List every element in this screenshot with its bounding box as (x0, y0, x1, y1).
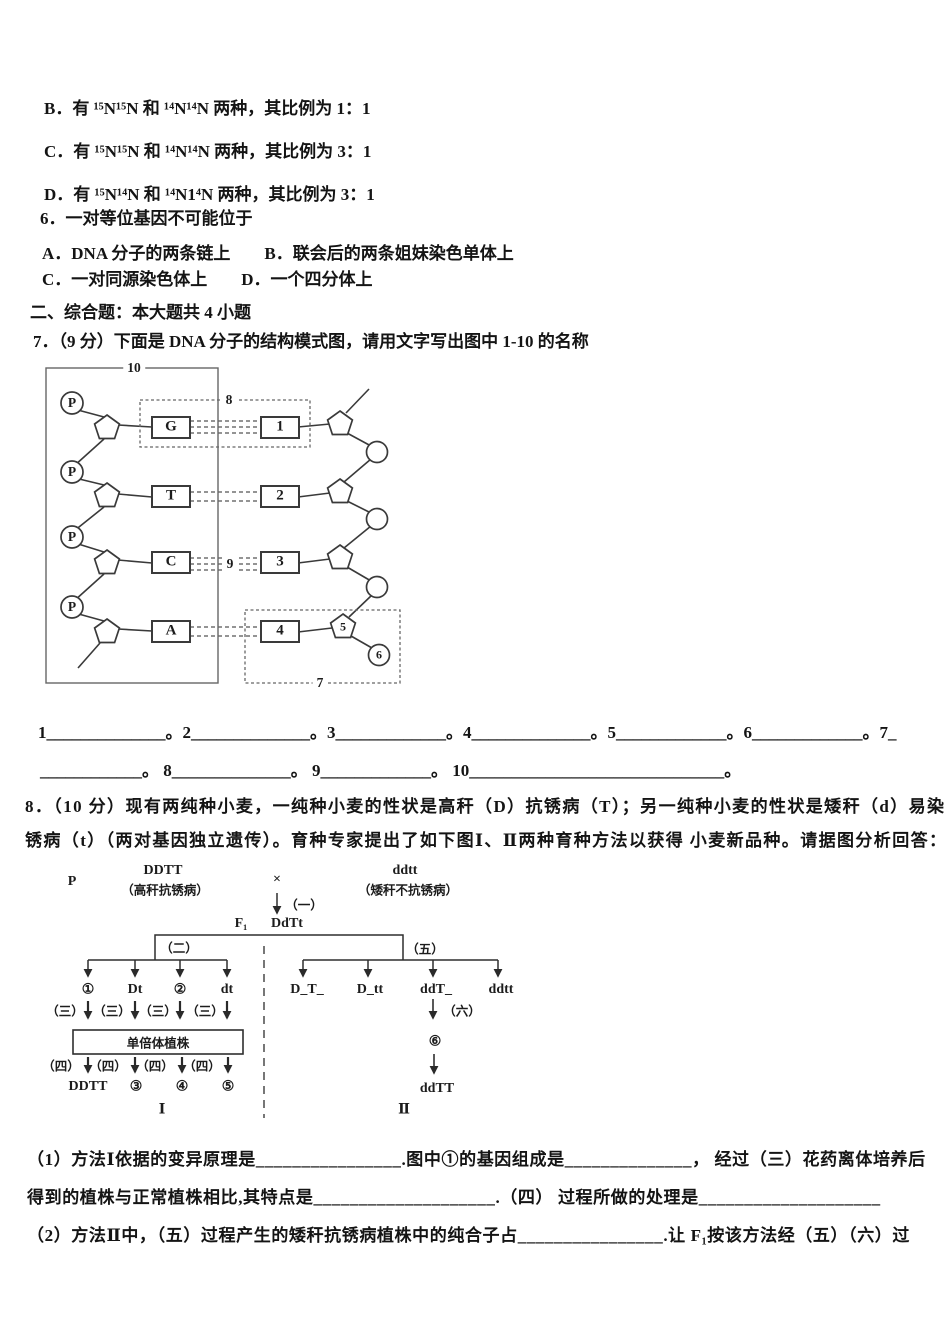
label-8: 8 (221, 392, 237, 408)
q7-answer-blanks-1: 1______________。2______________。3_______… (38, 723, 897, 742)
section2-header: 二、综合题：本大题共 4 小题 (30, 303, 251, 322)
gamete-circle2: ② (173, 982, 187, 998)
base-4: 4 (276, 622, 284, 639)
sugar-pentagons-right (326, 409, 357, 639)
cross-symbol: × (273, 872, 281, 887)
f1-label: F₁ (234, 916, 248, 931)
dna-strand-lines (73, 388, 373, 669)
q6-options-cd: C．一对同源染色体上 D．一个四分体上 (42, 270, 373, 289)
label-9: 9 (222, 556, 238, 572)
parent2-genotype: ddtt (392, 863, 418, 878)
base-T: T (165, 487, 177, 504)
base-A: A (165, 622, 177, 639)
q8-stem-line1: 8．（10 分）现有两纯种小麦，一纯种小麦的性状是高秆（D）抗锈病（T）；另一纯… (25, 797, 946, 816)
doubled-circle4: ④ (175, 1079, 189, 1095)
q6-options-ab: A．DNA 分子的两条链上 B．联会后的两条姐妹染色单体上 (42, 244, 514, 263)
parent1-genotype: DDTT (143, 863, 183, 878)
flowchart-lines (83, 893, 503, 978)
q5-option-d: D．有 ¹⁵N¹⁴N 和 ¹⁴N1⁴N 两种，其比例为 3：1 (44, 185, 375, 204)
anther-culture-arrows (83, 1001, 233, 1074)
f2-class-ddT: ddT_ (420, 982, 452, 997)
step2-label: （二） (156, 937, 202, 957)
phosphate-p-label: P (67, 529, 77, 544)
parent1-phenotype: （高秆抗锈病） (121, 883, 209, 898)
parent2-phenotype: （矮秆不抗锈病） (357, 883, 459, 898)
selfing-circle6: ⑥ (428, 1034, 442, 1050)
dna-figure-canvas (45, 367, 401, 684)
flowchart-canvas (72, 893, 503, 1118)
result-ddTT: ddTT (419, 1081, 455, 1096)
q6-stem: 6．一对等位基因不可能位于 (40, 209, 253, 228)
step6-label: （六） (443, 1004, 481, 1019)
q8-sub1-line1: （1）方法Ⅰ依据的变异原理是________________.图中①的基因组成是… (27, 1150, 926, 1169)
doubled-circle5: ⑤ (221, 1079, 235, 1095)
doubled-circle3: ③ (129, 1079, 143, 1095)
base-C: C (165, 553, 177, 570)
q8-sub2-line1: （2）方法Ⅱ中，（五）过程产生的矮秆抗锈病植株中的纯合子占___________… (27, 1226, 911, 1245)
phosphate-p-label: P (67, 599, 77, 614)
dna-structure-figure: 10 8 9 7 P P P P G T C A 1 2 3 4 5 6 (0, 355, 460, 700)
step1-label: （一） (285, 898, 323, 913)
step3-label: （三） (139, 1004, 177, 1019)
q7-stem: 7．（9 分）下面是 DNA 分子的结构模式图，请用文字写出图中 1-10 的名… (33, 332, 589, 351)
base-2: 2 (276, 487, 284, 504)
doubled-DDTT: DDTT (68, 1079, 108, 1094)
label-5: 5 (340, 619, 346, 634)
method1-label: Ⅰ (158, 1102, 166, 1118)
step3-label: （三） (186, 1004, 224, 1019)
step4-label: （四） (183, 1059, 221, 1074)
label-6: 6 (376, 647, 382, 662)
f2-class-Dtt: D_tt (356, 982, 384, 997)
breeding-flowchart-figure: P DDTT （高秆抗锈病） × （一） ddtt （矮秆不抗锈病） F₁ Dd… (40, 860, 550, 1130)
step3-label: （三） (93, 1004, 131, 1019)
phosphate-p-label: P (67, 395, 77, 410)
haploid-box-label: 单倍体植株 (126, 1036, 190, 1051)
sugar-pentagons-left (93, 413, 121, 644)
base-1: 1 (276, 418, 284, 435)
q5-option-c: C．有 ¹⁵N¹⁵N 和 ¹⁴N¹⁴N 两种，其比例为 3：1 (44, 142, 372, 161)
q8-stem-line2: 锈病（t）（两对基因独立遗传）。育种专家提出了如下图Ⅰ、Ⅱ两种育种方法以获得 小… (25, 831, 948, 850)
base-3: 3 (276, 553, 284, 570)
phosphate-p-label: P (67, 464, 77, 479)
phosphate-circles-left (60, 391, 84, 619)
f1-genotype: DdTt (271, 916, 303, 931)
label-10: 10 (123, 360, 145, 376)
method2-arrows (428, 999, 439, 1075)
gamete-circle1: ① (81, 982, 95, 998)
haploid-box-rect (72, 1029, 244, 1055)
gamete-Dt: Dt (127, 982, 143, 997)
step4-label: （四） (89, 1059, 127, 1074)
base-boxes (151, 416, 300, 643)
f2-class-DT: D_T_ (290, 982, 324, 997)
step5-label: （五） (406, 942, 444, 957)
step4-label: （四） (42, 1059, 80, 1074)
gamete-dt: dt (220, 982, 234, 997)
q8-sub1-line2: 得到的植株与正常植株相比,其特点是____________________.（四… (27, 1188, 881, 1207)
q5-option-b: B．有 ¹⁵N¹⁵N 和 ¹⁴N¹⁴N 两种，其比例为 1：1 (44, 99, 371, 118)
phosphate-circles-right (365, 440, 391, 667)
parents-label: P (67, 874, 77, 889)
f2-class-ddtt: ddtt (488, 982, 514, 997)
q7-answer-blanks-2: ____________。 8______________。 9________… (40, 761, 742, 780)
method2-label: Ⅱ (398, 1102, 410, 1118)
step4-label: （四） (136, 1059, 174, 1074)
step3-label: （三） (46, 1004, 84, 1019)
hydrogen-bonds (190, 420, 260, 637)
base-G: G (165, 418, 177, 435)
label-7: 7 (312, 675, 328, 691)
